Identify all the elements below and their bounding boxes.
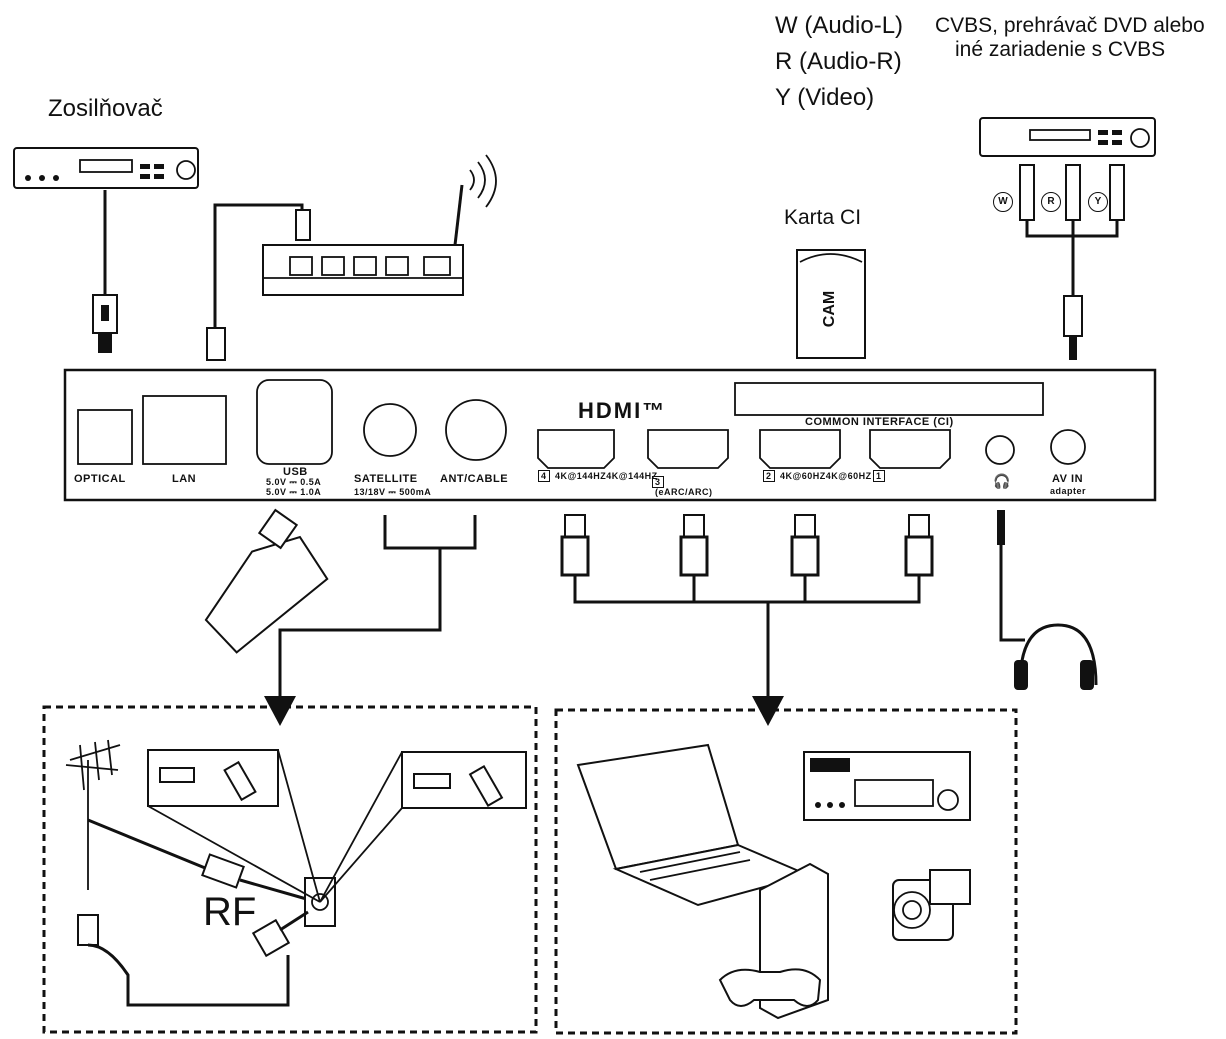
optical-cable — [92, 190, 118, 353]
audio-left-label: W (Audio-L) — [775, 12, 904, 39]
headphone-icon: 🎧 — [993, 473, 1011, 489]
rca-cables — [1019, 164, 1125, 360]
video-label: Y (Video) — [775, 84, 875, 111]
amplifier-label: Zosilňovač — [48, 95, 163, 122]
av-in-label: AV IN — [1052, 473, 1084, 485]
usb-spec-2: 5.0V ⎓ 1.0A — [266, 487, 322, 497]
lan-port-label: LAN — [172, 473, 197, 485]
ci-card-label: Karta CI — [784, 206, 862, 229]
satellite-port-label: SATELLITE — [354, 473, 418, 485]
hdmi-logo: HDMI™ — [578, 398, 667, 423]
hdmi1-number: 1 — [873, 470, 885, 482]
audio-right-label: R (Audio-R) — [775, 48, 902, 75]
rf-antenna-box — [42, 705, 538, 1034]
tv-back-panel — [63, 368, 1157, 502]
ci-card — [796, 249, 866, 359]
cam-label: CAM — [821, 290, 839, 328]
router-device — [262, 154, 497, 296]
r-connector-label: R — [1041, 192, 1061, 212]
y-connector-label: Y — [1088, 192, 1108, 212]
rf-label: RF — [203, 890, 257, 934]
hdmi4-spec: 4K@144HZ4K@144HZ — [555, 471, 658, 481]
hdmi4-number: 4 — [538, 470, 550, 482]
hdmi2-spec: 4K@60HZ4K@60HZ — [780, 471, 872, 481]
adapter-label: adapter — [1050, 486, 1087, 496]
w-connector-label: W — [993, 192, 1013, 212]
satellite-spec: 13/18V ⎓ 500mA — [354, 487, 432, 497]
usb-port-label: USB — [283, 466, 308, 478]
lan-cable — [206, 203, 311, 361]
usb-spec-1: 5.0V ⎓ 0.5A — [266, 477, 322, 487]
dvd-player-device — [979, 117, 1156, 157]
headphones-icon — [997, 510, 1098, 690]
cvbs-label-line1: CVBS, prehrávač DVD alebo — [935, 14, 1205, 37]
cvbs-label-line2: iné zariadenie s CVBS — [955, 38, 1166, 61]
earc-label: (eARC/ARC) — [655, 487, 713, 497]
hdmi2-number: 2 — [763, 470, 775, 482]
hdmi3-number: 3 — [652, 476, 664, 488]
hdmi-cables — [560, 514, 934, 726]
optical-port-label: OPTICAL — [74, 473, 126, 485]
antenna-lines — [264, 515, 477, 726]
ant-cable-port-label: ANT/CABLE — [440, 473, 509, 485]
amplifier-device — [13, 147, 199, 189]
common-interface-label: COMMON INTERFACE (CI) — [805, 416, 954, 428]
usb-stick — [204, 508, 329, 654]
hdmi-devices-box — [554, 708, 1018, 1035]
